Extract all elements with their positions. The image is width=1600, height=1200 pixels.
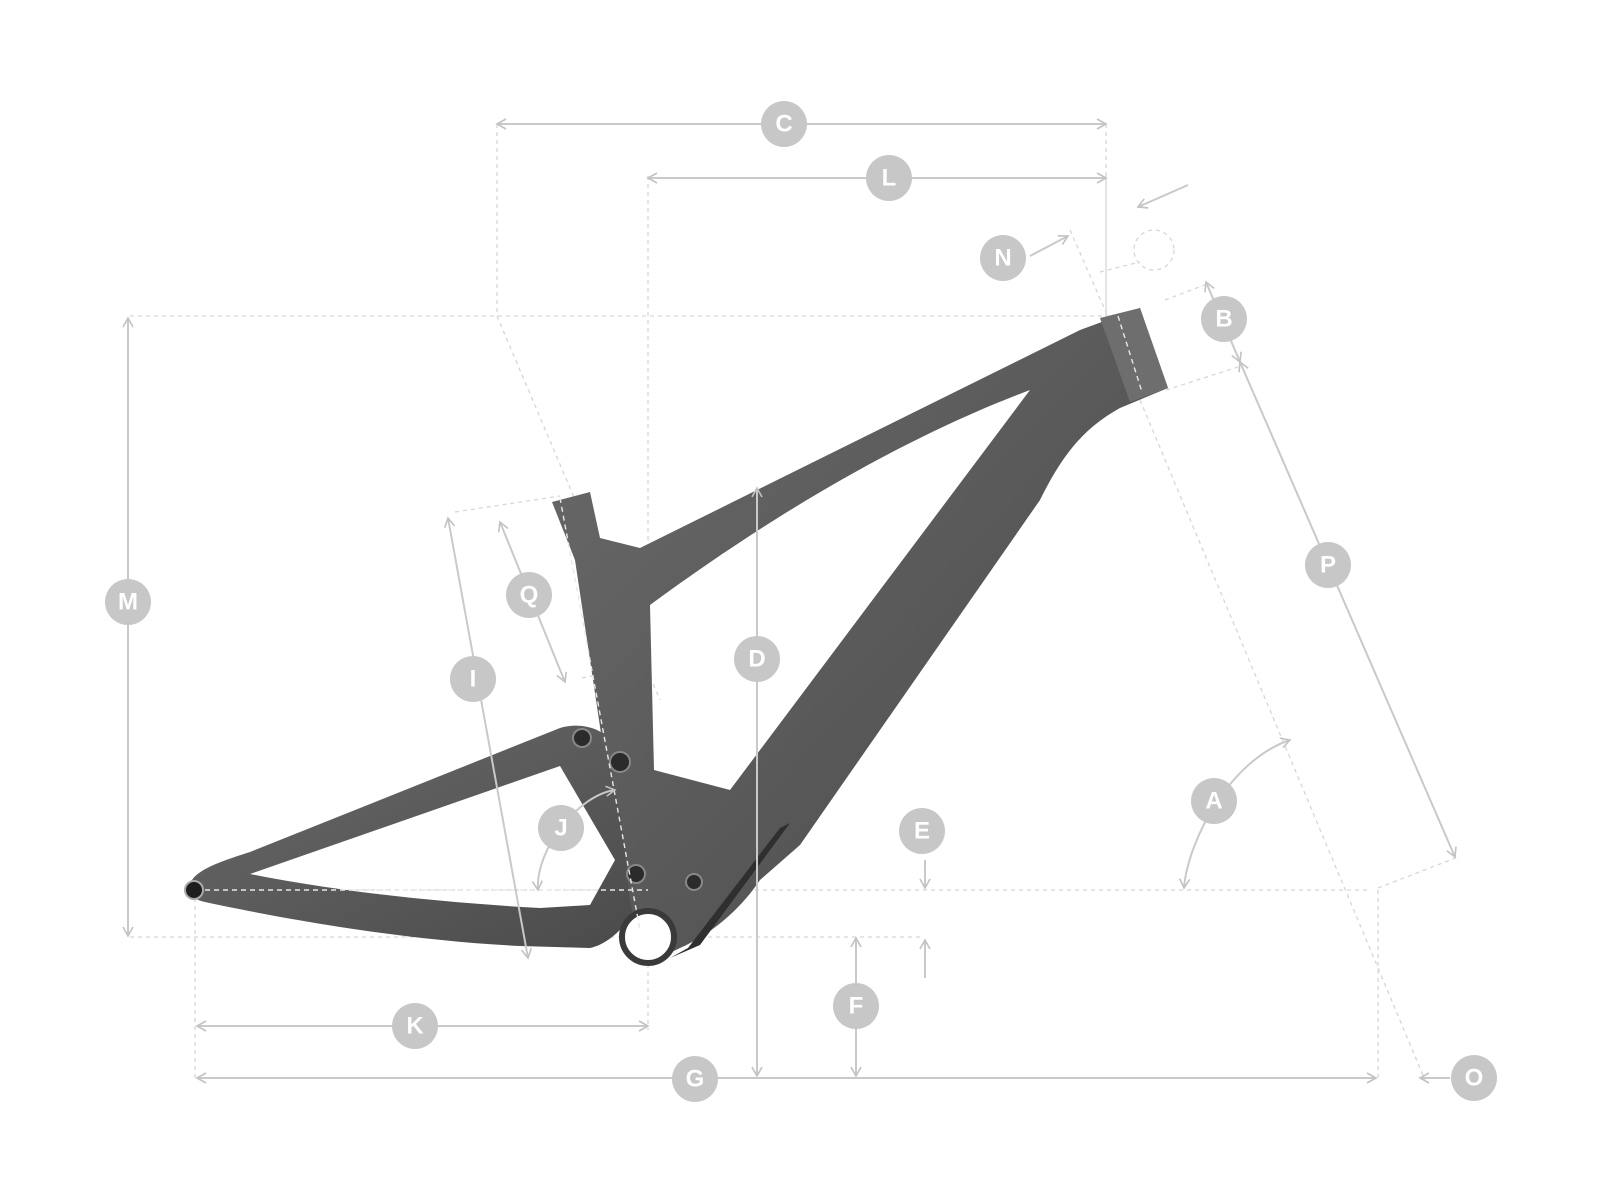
badge-k: K bbox=[392, 1003, 438, 1049]
svg-text:E: E bbox=[914, 818, 930, 845]
svg-text:D: D bbox=[748, 646, 765, 673]
dim-i-line bbox=[443, 516, 533, 960]
badge-e: E bbox=[899, 808, 945, 854]
dim-n-arrow bbox=[1029, 234, 1070, 257]
rear-axle bbox=[184, 880, 204, 900]
badge-d: D bbox=[734, 636, 780, 682]
rear-triangle bbox=[187, 725, 655, 948]
badge-i: I bbox=[450, 656, 496, 702]
svg-text:Q: Q bbox=[520, 582, 539, 609]
pivot-bolt bbox=[572, 728, 592, 748]
svg-text:K: K bbox=[406, 1013, 424, 1040]
svg-text:G: G bbox=[686, 1066, 705, 1093]
svg-text:A: A bbox=[1205, 788, 1222, 815]
badge-m: M bbox=[105, 579, 151, 625]
badge-o: O bbox=[1451, 1055, 1497, 1101]
svg-text:N: N bbox=[994, 245, 1011, 272]
badge-l: L bbox=[866, 155, 912, 201]
badge-f: F bbox=[833, 983, 879, 1029]
dim-p-line bbox=[1238, 360, 1457, 859]
svg-text:F: F bbox=[849, 993, 864, 1020]
badge-g: G bbox=[672, 1056, 718, 1102]
badge-p: P bbox=[1305, 542, 1351, 588]
front-triangle bbox=[552, 308, 1168, 960]
pivot-bolt bbox=[626, 864, 646, 884]
pivot-bolt bbox=[609, 751, 631, 773]
guide-lines bbox=[130, 124, 1459, 1081]
badge-c: C bbox=[761, 101, 807, 147]
bike-frame bbox=[184, 308, 1168, 966]
head-tube bbox=[1100, 308, 1168, 402]
svg-text:J: J bbox=[554, 815, 567, 842]
badge-a: A bbox=[1191, 778, 1237, 824]
dimension-badges: C L N B M Q P D bbox=[105, 101, 1497, 1102]
svg-text:M: M bbox=[118, 589, 138, 616]
svg-text:C: C bbox=[775, 111, 792, 138]
badge-b: B bbox=[1201, 296, 1247, 342]
dim-n-arrow-in bbox=[1136, 184, 1189, 209]
svg-text:L: L bbox=[882, 165, 897, 192]
dimension-lines bbox=[122, 118, 1457, 1084]
svg-text:B: B bbox=[1215, 306, 1232, 333]
badge-q: Q bbox=[506, 572, 552, 618]
svg-text:P: P bbox=[1320, 552, 1336, 579]
pivot-bolt bbox=[685, 873, 703, 891]
badge-j: J bbox=[538, 805, 584, 851]
bottom-bracket bbox=[619, 908, 677, 966]
svg-text:O: O bbox=[1465, 1065, 1484, 1092]
badge-n: N bbox=[980, 235, 1026, 281]
svg-text:I: I bbox=[470, 666, 477, 693]
